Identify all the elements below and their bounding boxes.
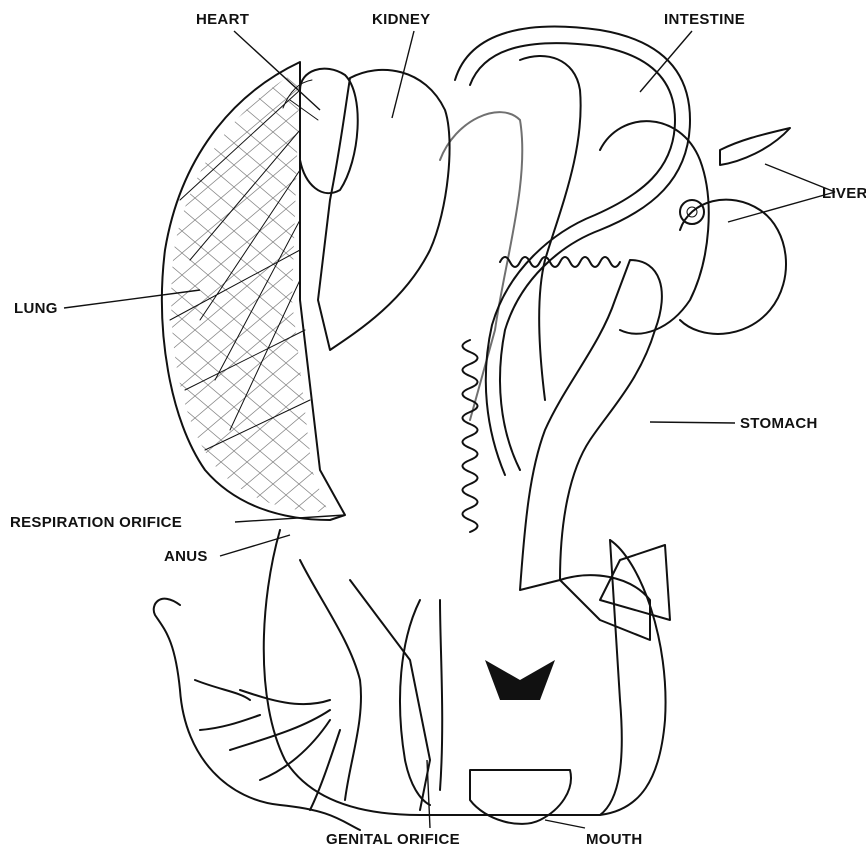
genital-orifice-label: GENITAL ORIFICE xyxy=(326,832,460,847)
coiled-gland xyxy=(463,340,478,532)
kidney-shape xyxy=(318,70,450,350)
kidney-label: KIDNEY xyxy=(372,12,430,27)
liver-shape xyxy=(600,121,790,334)
genital-apparatus xyxy=(195,560,442,810)
mouth-label: MOUTH xyxy=(586,832,643,847)
tentacle xyxy=(154,599,360,830)
heart-label: HEART xyxy=(196,12,249,27)
stomach-label: STOMACH xyxy=(740,416,818,431)
mouth-shape xyxy=(470,660,571,824)
anus-label: ANUS xyxy=(164,549,208,564)
intestine-label: INTESTINE xyxy=(664,12,745,27)
respiration-orifice-label: RESPIRATION ORIFICE xyxy=(10,515,182,530)
zigzag-duct xyxy=(500,257,620,267)
liver-label: LIVER xyxy=(822,186,866,201)
lung-label: LUNG xyxy=(14,301,58,316)
